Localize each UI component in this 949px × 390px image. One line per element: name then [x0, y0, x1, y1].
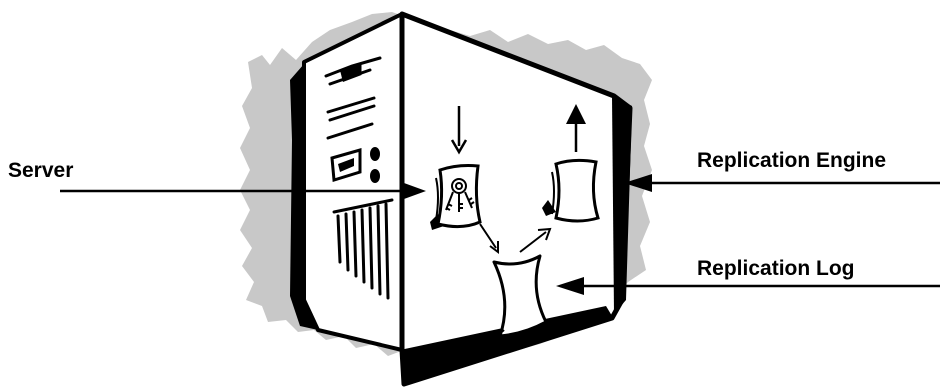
server-label: Server [8, 159, 73, 183]
reset-button [370, 169, 380, 183]
replication-engine-label: Replication Engine [697, 149, 886, 173]
replication-log-label: Replication Log [697, 257, 855, 281]
power-button [370, 147, 380, 161]
engine-callout [624, 174, 940, 192]
